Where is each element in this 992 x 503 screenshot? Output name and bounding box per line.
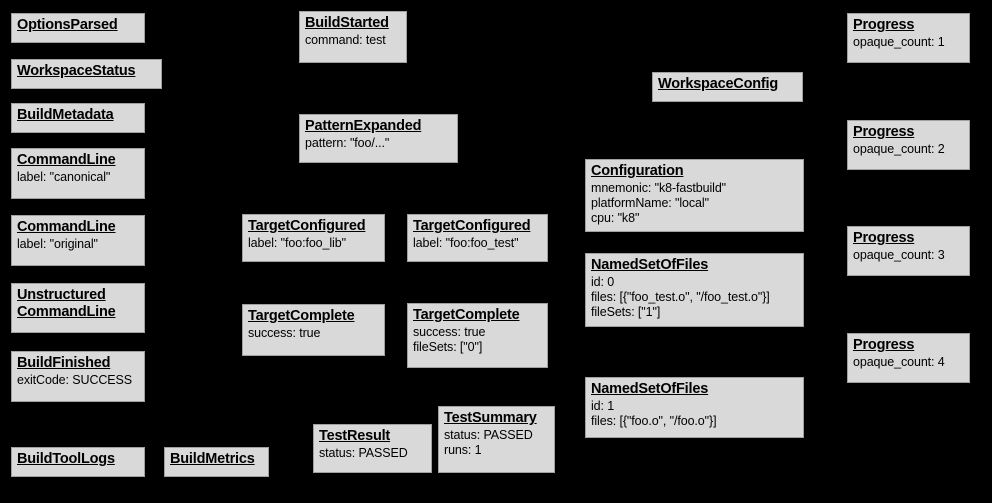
node-build-metadata[interactable]: BuildMetadata bbox=[11, 103, 145, 133]
node-build-tool-logs[interactable]: BuildToolLogs bbox=[11, 447, 145, 477]
node-title: TargetComplete bbox=[248, 308, 355, 324]
node-title: BuildMetrics bbox=[170, 451, 255, 467]
node-build-started[interactable]: BuildStarted command: test bbox=[299, 11, 407, 63]
node-title: Configuration bbox=[591, 163, 684, 179]
node-title: Progress bbox=[853, 337, 915, 353]
node-field: opaque_count: 4 bbox=[853, 355, 945, 370]
node-title: Progress bbox=[853, 17, 915, 33]
node-field: id: 0 bbox=[591, 275, 615, 290]
node-title: NamedSetOfFiles bbox=[591, 257, 709, 273]
node-unstructured-command-line[interactable]: Unstructured CommandLine bbox=[11, 283, 145, 333]
node-options-parsed[interactable]: OptionsParsed bbox=[11, 13, 145, 43]
node-title: Unstructured CommandLine bbox=[17, 287, 116, 321]
node-field: command: test bbox=[305, 33, 386, 48]
node-command-line-original[interactable]: CommandLine label: "original" bbox=[11, 215, 145, 266]
node-test-result[interactable]: TestResult status: PASSED bbox=[313, 424, 432, 473]
node-field: fileSets: ["0"] bbox=[413, 339, 483, 354]
node-target-configured-foo-test[interactable]: TargetConfigured label: "foo:foo_test" bbox=[407, 214, 548, 262]
node-field: opaque_count: 3 bbox=[853, 248, 945, 263]
node-title: TestSummary bbox=[444, 410, 537, 426]
node-progress-3[interactable]: Progress opaque_count: 3 bbox=[847, 226, 970, 276]
node-title: BuildStarted bbox=[305, 15, 389, 31]
node-title: Progress bbox=[853, 230, 915, 246]
node-configuration[interactable]: Configuration mnemonic: "k8-fastbuild"pla… bbox=[585, 159, 804, 232]
node-build-metrics[interactable]: BuildMetrics bbox=[164, 447, 269, 477]
node-title: Progress bbox=[853, 124, 915, 140]
node-title: WorkspaceStatus bbox=[17, 63, 136, 79]
node-field: label: "foo:foo_lib" bbox=[248, 236, 346, 251]
node-title: TargetConfigured bbox=[248, 218, 366, 234]
node-target-complete-lib[interactable]: TargetComplete success: true bbox=[242, 304, 385, 356]
node-title: BuildMetadata bbox=[17, 107, 114, 123]
node-field: status: PASSED bbox=[319, 446, 408, 461]
node-field: id: 1 bbox=[591, 399, 615, 414]
node-field: success: true bbox=[248, 326, 321, 341]
node-pattern-expanded[interactable]: PatternExpanded pattern: "foo/..." bbox=[299, 114, 458, 163]
node-title: CommandLine bbox=[17, 152, 116, 168]
node-field: exitCode: SUCCESS bbox=[17, 373, 133, 388]
node-field: cpu: "k8" bbox=[591, 210, 640, 225]
node-build-finished[interactable]: BuildFinished exitCode: SUCCESS bbox=[11, 351, 145, 402]
node-progress-1[interactable]: Progress opaque_count: 1 bbox=[847, 13, 970, 63]
node-field: files: [{"foo.o", "/foo.o"}] bbox=[591, 413, 717, 428]
node-field: platformName: "local" bbox=[591, 195, 709, 210]
node-field: opaque_count: 1 bbox=[853, 35, 945, 50]
node-title: CommandLine bbox=[17, 219, 116, 235]
node-progress-4[interactable]: Progress opaque_count: 4 bbox=[847, 333, 970, 383]
node-field: status: PASSED bbox=[444, 428, 533, 443]
node-field: pattern: "foo/..." bbox=[305, 136, 390, 151]
node-title: TargetComplete bbox=[413, 307, 520, 323]
node-title: PatternExpanded bbox=[305, 118, 422, 134]
node-target-configured-foo-lib[interactable]: TargetConfigured label: "foo:foo_lib" bbox=[242, 214, 385, 262]
node-command-line-canonical[interactable]: CommandLine label: "canonical" bbox=[11, 148, 145, 199]
node-field: label: "foo:foo_test" bbox=[413, 236, 519, 251]
node-title: BuildToolLogs bbox=[17, 451, 115, 467]
node-title: OptionsParsed bbox=[17, 17, 118, 33]
node-field: runs: 1 bbox=[444, 442, 482, 457]
node-field: success: true bbox=[413, 325, 486, 340]
node-progress-2[interactable]: Progress opaque_count: 2 bbox=[847, 120, 970, 170]
node-title: BuildFinished bbox=[17, 355, 111, 371]
node-field: fileSets: ["1"] bbox=[591, 304, 661, 319]
node-title: TargetConfigured bbox=[413, 218, 531, 234]
node-title: TestResult bbox=[319, 428, 391, 444]
node-workspace-status[interactable]: WorkspaceStatus bbox=[11, 59, 162, 89]
node-field: label: "original" bbox=[17, 237, 98, 252]
node-field: mnemonic: "k8-fastbuild" bbox=[591, 181, 727, 196]
node-field: files: [{"foo_test.o", "/foo_test.o"}] bbox=[591, 289, 770, 304]
node-field: opaque_count: 2 bbox=[853, 142, 945, 157]
node-title: NamedSetOfFiles bbox=[591, 381, 709, 397]
node-title: WorkspaceConfig bbox=[658, 76, 779, 92]
node-workspace-config[interactable]: WorkspaceConfig bbox=[652, 72, 803, 102]
node-field: label: "canonical" bbox=[17, 170, 111, 185]
